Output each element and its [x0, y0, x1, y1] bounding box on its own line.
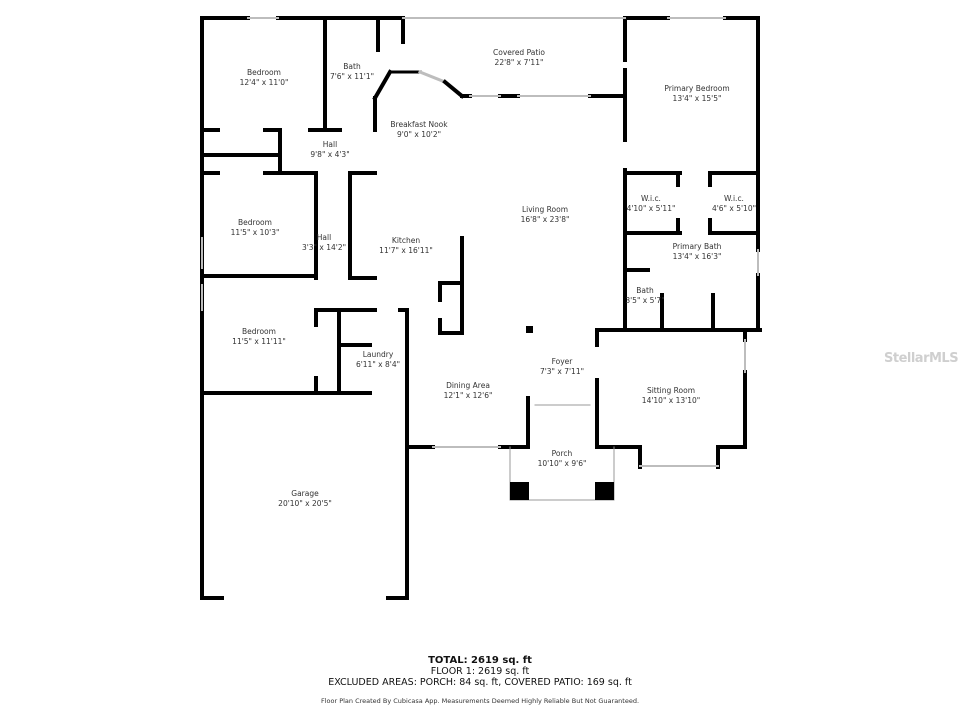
excluded-areas: EXCLUDED AREAS: PORCH: 84 sq. ft, COVERE… [328, 677, 632, 688]
porch-column [510, 482, 529, 500]
wall [442, 79, 465, 99]
room-label-wic-2: W.i.c.4'6" x 5'10" [711, 194, 757, 213]
room-label-wic-1: W.i.c.4'10" x 5'11" [626, 194, 676, 213]
total-area: TOTAL: 2619 sq. ft [428, 655, 532, 666]
floor-area: FLOOR 1: 2619 sq. ft [430, 666, 530, 677]
disclaimer: Floor Plan Created By Cubicasa App. Meas… [320, 697, 640, 705]
watermark-logo: StellarMLS [884, 351, 959, 366]
porch-column [595, 482, 614, 500]
window [418, 70, 447, 84]
column [526, 326, 533, 333]
wall [372, 69, 393, 101]
